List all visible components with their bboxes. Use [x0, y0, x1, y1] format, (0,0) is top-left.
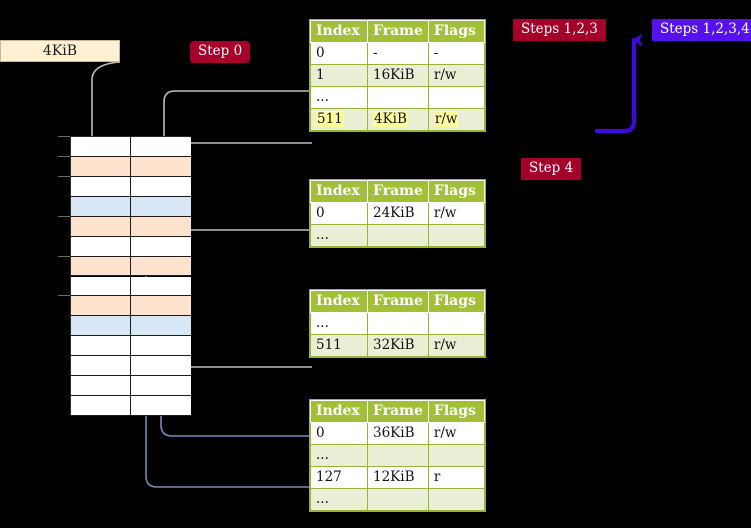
column-header-index: Index [310, 290, 368, 313]
memory-row [71, 216, 191, 237]
column-header-frame: Frame [367, 400, 429, 423]
memory-row [71, 176, 191, 197]
cell-frame: 12KiB [367, 466, 429, 489]
highlighted-value: 4KiB [373, 111, 408, 127]
table-row: 511 4KiB r/w [310, 108, 485, 131]
source-frame-box: 4KiB [0, 40, 120, 62]
cell-frame: 36KiB [367, 422, 429, 445]
physical-memory-column [70, 136, 191, 416]
badge-steps-1-2-3-4: Steps 1,2,3,4 [652, 19, 751, 41]
cell-index: ... [310, 444, 368, 467]
cell-frame [367, 444, 429, 467]
column-header-flags: Flags [427, 180, 485, 203]
cell-index: 511 [310, 108, 368, 131]
column-header-index: Index [310, 20, 368, 43]
memory-tick [58, 155, 70, 157]
cell-frame: 4KiB [367, 108, 429, 131]
source-frame-label: 4KiB [42, 43, 78, 59]
badge-steps-1-2-3: Steps 1,2,3 [513, 19, 606, 41]
memory-row [71, 396, 191, 416]
table-row: ... [310, 86, 485, 109]
column-header-flags: Flags [427, 20, 485, 43]
table-row: ... [310, 444, 485, 467]
cell-index: 0 [310, 42, 368, 65]
cell-flags: r/w [427, 108, 485, 131]
cell-frame: - [367, 42, 429, 65]
memory-row [71, 316, 191, 337]
cell-flags [427, 86, 485, 109]
memory-tick [58, 215, 70, 217]
cell-index: ... [310, 312, 368, 335]
cell-index: ... [310, 86, 368, 109]
cell-flags: r [427, 466, 485, 489]
column-header-flags: Flags [427, 290, 485, 313]
table-row: ... [310, 224, 485, 247]
cell-index: 0 [310, 202, 368, 225]
cell-flags: r/w [427, 422, 485, 445]
memory-row [71, 356, 191, 377]
memory-row [71, 156, 191, 177]
wire-steps-loop-arrow [594, 33, 643, 134]
memory-tick [58, 255, 70, 257]
memory-column-divider [130, 136, 131, 415]
cell-flags [427, 312, 485, 335]
cell-frame [367, 488, 429, 511]
column-header-index: Index [310, 400, 368, 423]
memory-row [71, 376, 191, 397]
cell-frame: 16KiB [367, 64, 429, 87]
cell-frame [367, 224, 429, 247]
cell-index: 0 [310, 422, 368, 445]
cell-frame: 32KiB [367, 334, 429, 357]
cell-index: ... [310, 224, 368, 247]
wire-table2-row511-to-memory [177, 314, 312, 368]
badge-step-4: Step 4 [521, 158, 582, 180]
cell-index: 1 [310, 64, 368, 87]
memory-row [71, 196, 191, 217]
cell-frame: 24KiB [367, 202, 429, 225]
cell-index: 127 [310, 466, 368, 489]
wire-table0-row511-to-memory [173, 142, 312, 159]
cell-flags: - [427, 42, 485, 65]
column-header-frame: Frame [367, 290, 429, 313]
memory-tick [58, 295, 70, 297]
memory-row [71, 236, 191, 257]
table-row: 0-- [310, 42, 485, 65]
cell-frame [367, 86, 429, 109]
cell-flags [427, 488, 485, 511]
memory-row [71, 256, 191, 277]
cell-index: ... [310, 488, 368, 511]
column-header-flags: Flags [427, 400, 485, 423]
column-header-frame: Frame [367, 180, 429, 203]
cell-flags: r/w [427, 64, 485, 87]
table-row: ... [310, 488, 485, 511]
memory-row [71, 276, 191, 297]
cell-index: 511 [310, 334, 368, 357]
highlighted-value: r/w [433, 111, 459, 127]
column-header-index: Index [310, 180, 368, 203]
cell-flags [427, 224, 485, 247]
highlighted-value: 511 [316, 111, 344, 127]
badge-step-0: Step 0 [190, 41, 251, 63]
cell-flags [427, 444, 485, 467]
memory-row [71, 336, 191, 357]
memory-row [71, 296, 191, 317]
table-row: ... [310, 312, 485, 335]
memory-tick [58, 175, 70, 177]
wire-table1-row0-to-memory [175, 229, 312, 266]
memory-row [71, 137, 191, 157]
column-header-frame: Frame [367, 20, 429, 43]
cell-flags: r/w [427, 334, 485, 357]
cell-frame [367, 312, 429, 335]
cell-flags: r/w [427, 202, 485, 225]
memory-tick [58, 136, 70, 137]
